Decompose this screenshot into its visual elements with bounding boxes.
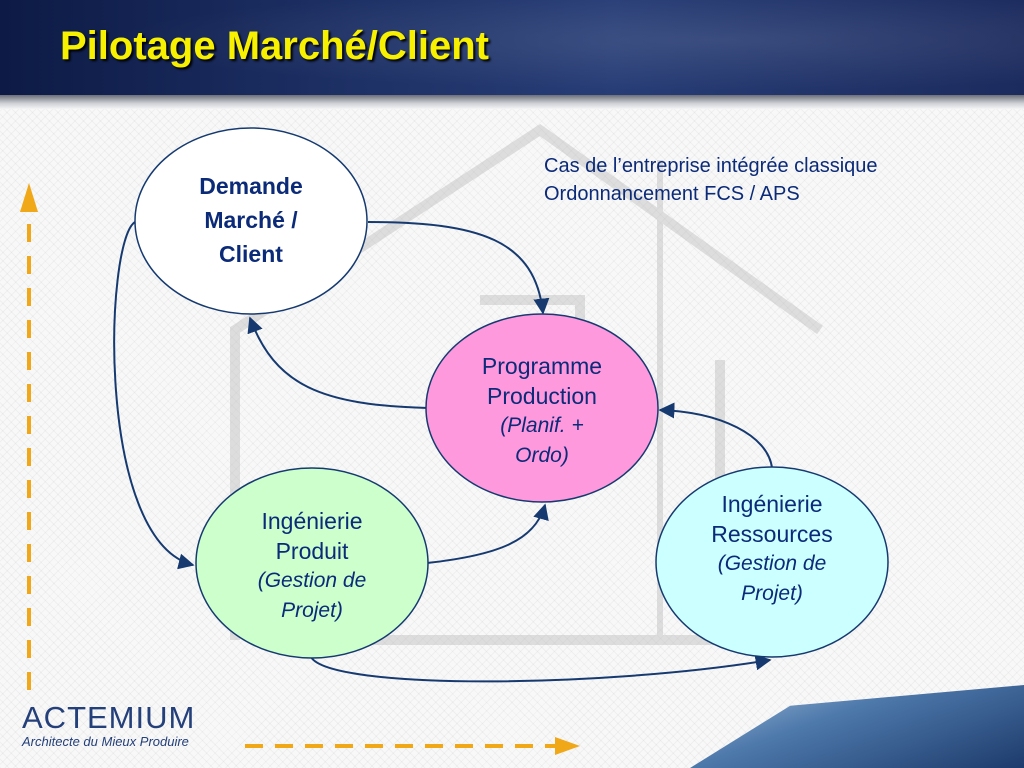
node-produit-line-4: Projet) — [281, 599, 343, 622]
node-demande-line-2: Marché / — [204, 207, 298, 233]
node-ressources-ellipse — [655, 466, 889, 658]
title-bar-sheen — [0, 0, 1024, 100]
logo-name: ACTEMIUM — [22, 700, 196, 735]
node-programme: Programme Production (Planif. + Ordo) — [452, 346, 632, 476]
node-demande-line-1: Demande — [199, 173, 303, 199]
arrow-programme-to-demande — [247, 316, 429, 409]
node-ressources-line-4: Projet) — [741, 582, 803, 605]
node-programme-line-4: Ordo) — [515, 444, 569, 467]
arrow-demande-to-produit — [113, 221, 195, 570]
arrow-demande-to-programme — [367, 221, 550, 315]
node-produit-line-1: Ingénierie — [261, 508, 363, 534]
node-produit: Ingénierie Produit (Gestion de Projet) — [222, 502, 402, 630]
node-programme-ellipse — [425, 313, 659, 503]
caption-line-1: Cas de l’entreprise intégrée classique — [544, 155, 878, 177]
arrow-produit-to-programme — [426, 503, 549, 564]
node-programme-line-2: Production — [487, 383, 597, 409]
actemium-logo: ACTEMIUM Architecte du Mieux Produire — [22, 700, 195, 749]
logo-tagline: Architecte du Mieux Produire — [22, 734, 189, 749]
node-demande-ellipse — [134, 127, 368, 315]
node-programme-line-3: (Planif. + — [500, 414, 584, 437]
arrow-ressources-to-programme — [658, 402, 773, 469]
title-bar-divider — [0, 95, 1024, 109]
node-produit-ellipse — [195, 467, 429, 659]
vertical-flow-arrow — [20, 183, 38, 690]
node-demande-line-3: Client — [219, 241, 283, 267]
title-bar — [0, 0, 1024, 100]
arrow-produit-to-ressources — [310, 654, 772, 683]
node-programme-line-1: Programme — [481, 353, 603, 379]
diagram-caption: Cas de l’entreprise intégrée classique O… — [544, 152, 878, 208]
slide-title: Pilotage Marché/Client — [60, 24, 489, 68]
node-ressources-line-1: Ingénierie — [721, 491, 823, 517]
node-ressources: Ingénierie Ressources (Gestion de Projet… — [682, 485, 862, 613]
node-demande: Demande Marché / Client — [161, 170, 341, 270]
caption-line-2: Ordonnancement FCS / APS — [544, 183, 800, 205]
node-produit-line-2: Produit — [275, 538, 349, 564]
node-ressources-line-3: (Gestion de — [717, 552, 827, 575]
horizontal-flow-arrow — [245, 737, 580, 755]
node-ressources-line-2: Ressources — [711, 521, 833, 547]
node-produit-line-3: (Gestion de — [257, 569, 367, 592]
